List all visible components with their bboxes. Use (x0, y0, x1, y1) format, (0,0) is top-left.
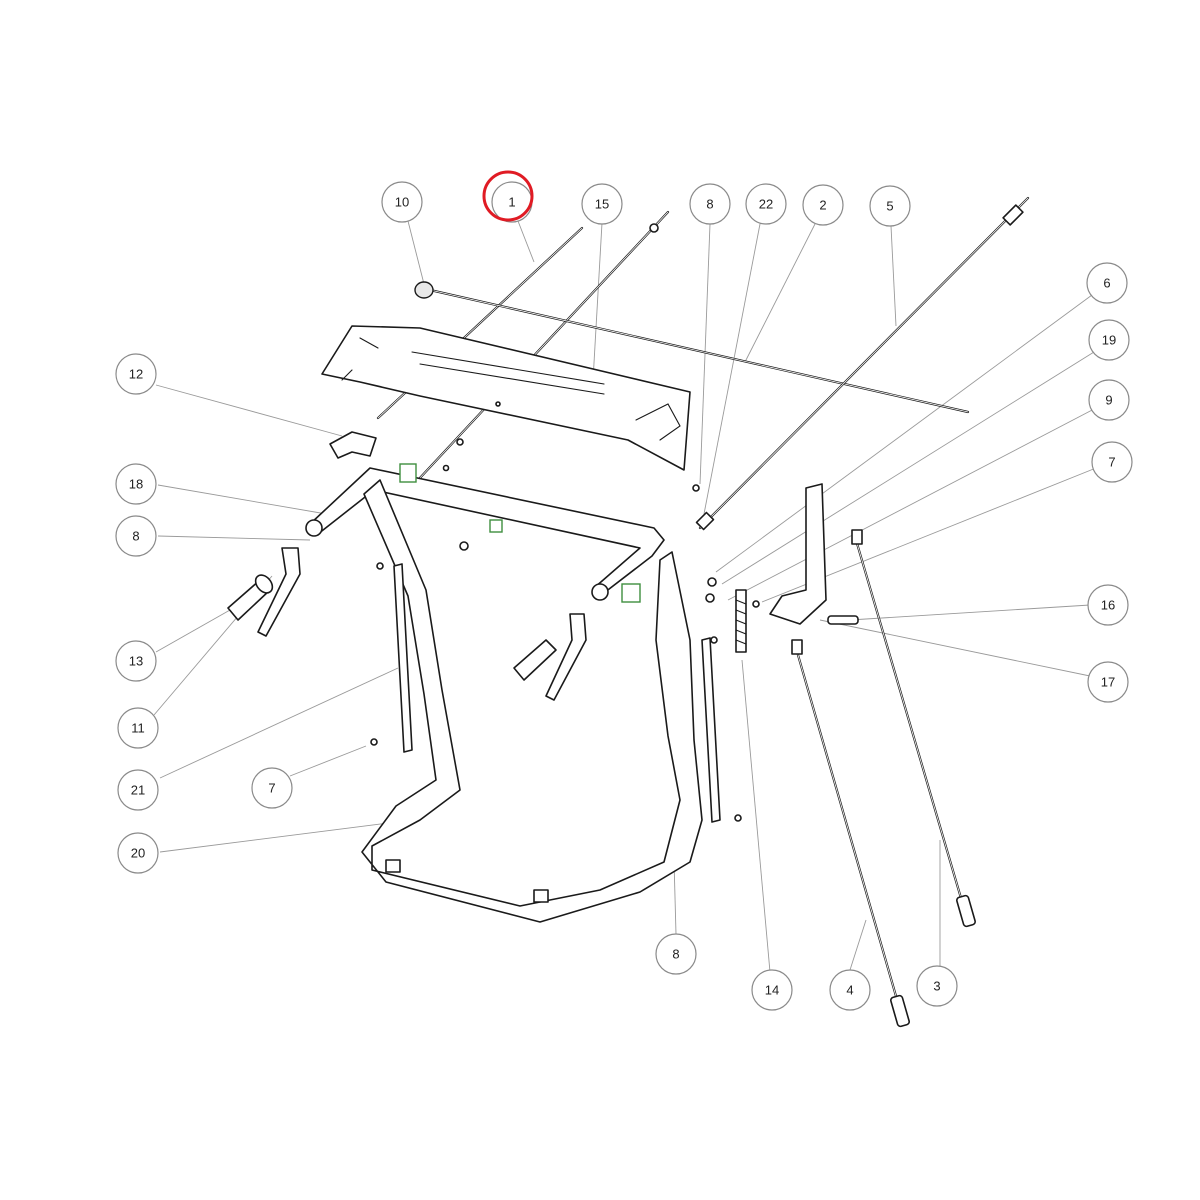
cable-15-upper (416, 210, 670, 482)
svg-text:15: 15 (595, 197, 609, 212)
callout-8-top[interactable]: 8 (689, 183, 731, 225)
rod-21b (701, 637, 721, 823)
svg-text:18: 18 (129, 477, 143, 492)
svg-text:7: 7 (268, 781, 275, 796)
callout-8-bottom[interactable]: 8 (655, 933, 697, 975)
callout-13[interactable]: 13 (115, 640, 157, 682)
callout-2[interactable]: 2 (802, 184, 844, 226)
svg-text:19: 19 (1102, 333, 1116, 348)
callout-4[interactable]: 4 (829, 969, 871, 1011)
spring-14 (735, 589, 747, 653)
callout-11[interactable]: 11 (117, 707, 159, 749)
cable-3 (851, 529, 976, 928)
callout-18[interactable]: 18 (115, 463, 157, 505)
callout-7-right[interactable]: 7 (1091, 441, 1133, 483)
console-cover-15 (321, 325, 691, 471)
callout-10[interactable]: 10 (381, 181, 423, 223)
lever-plate (769, 483, 859, 625)
svg-text:3: 3 (933, 979, 940, 994)
callout-22[interactable]: 22 (745, 183, 787, 225)
callout-21[interactable]: 21 (117, 769, 159, 811)
callout-16[interactable]: 16 (1087, 584, 1129, 626)
svg-text:14: 14 (765, 983, 779, 998)
svg-text:12: 12 (129, 367, 143, 382)
cable-4 (791, 639, 910, 1028)
green-brackets (399, 463, 641, 603)
svg-text:1: 1 (508, 195, 515, 210)
cable-2 (695, 196, 1030, 531)
svg-text:5: 5 (886, 199, 893, 214)
svg-text:4: 4 (846, 983, 853, 998)
svg-text:21: 21 (131, 783, 145, 798)
svg-text:8: 8 (706, 197, 713, 212)
clip-12 (329, 431, 377, 459)
svg-text:9: 9 (1105, 393, 1112, 408)
svg-text:8: 8 (132, 529, 139, 544)
callout-9[interactable]: 9 (1088, 379, 1130, 421)
svg-text:11: 11 (131, 721, 145, 736)
svg-text:2: 2 (819, 198, 826, 213)
lever-11 (257, 547, 301, 637)
svg-text:7: 7 (1108, 455, 1115, 470)
callout-3[interactable]: 3 (916, 965, 958, 1007)
callout-8-left[interactable]: 8 (115, 515, 157, 557)
callout-20[interactable]: 20 (117, 832, 159, 874)
callout-6[interactable]: 6 (1086, 262, 1128, 304)
fasteners (370, 438, 760, 822)
grip-right (513, 613, 587, 701)
svg-text:10: 10 (395, 195, 409, 210)
knob-10 (414, 281, 434, 299)
lower-frame-20 (361, 479, 703, 923)
svg-text:16: 16 (1101, 598, 1115, 613)
callout-15[interactable]: 15 (581, 183, 623, 225)
highlight-ring (482, 170, 534, 222)
callouts: 10 1 15 8 22 2 5 6 19 9 7 16 17 12 18 8 … (115, 181, 1133, 1011)
upper-handle-18 (305, 467, 665, 601)
callout-7-left[interactable]: 7 (251, 767, 293, 809)
svg-text:22: 22 (759, 197, 773, 212)
callout-5[interactable]: 5 (869, 185, 911, 227)
grip-13 (227, 574, 274, 621)
svg-text:8: 8 (672, 947, 679, 962)
svg-text:6: 6 (1103, 276, 1110, 291)
callout-1[interactable]: 1 (491, 181, 533, 223)
callout-14[interactable]: 14 (751, 969, 793, 1011)
rod-21 (393, 563, 413, 753)
leader-lines (153, 220, 1097, 973)
cable-5 (428, 288, 970, 414)
callout-12[interactable]: 12 (115, 353, 157, 395)
callout-17[interactable]: 17 (1087, 661, 1129, 703)
svg-text:17: 17 (1101, 675, 1115, 690)
callout-19[interactable]: 19 (1088, 319, 1130, 361)
svg-text:13: 13 (129, 654, 143, 669)
svg-text:20: 20 (131, 846, 145, 861)
